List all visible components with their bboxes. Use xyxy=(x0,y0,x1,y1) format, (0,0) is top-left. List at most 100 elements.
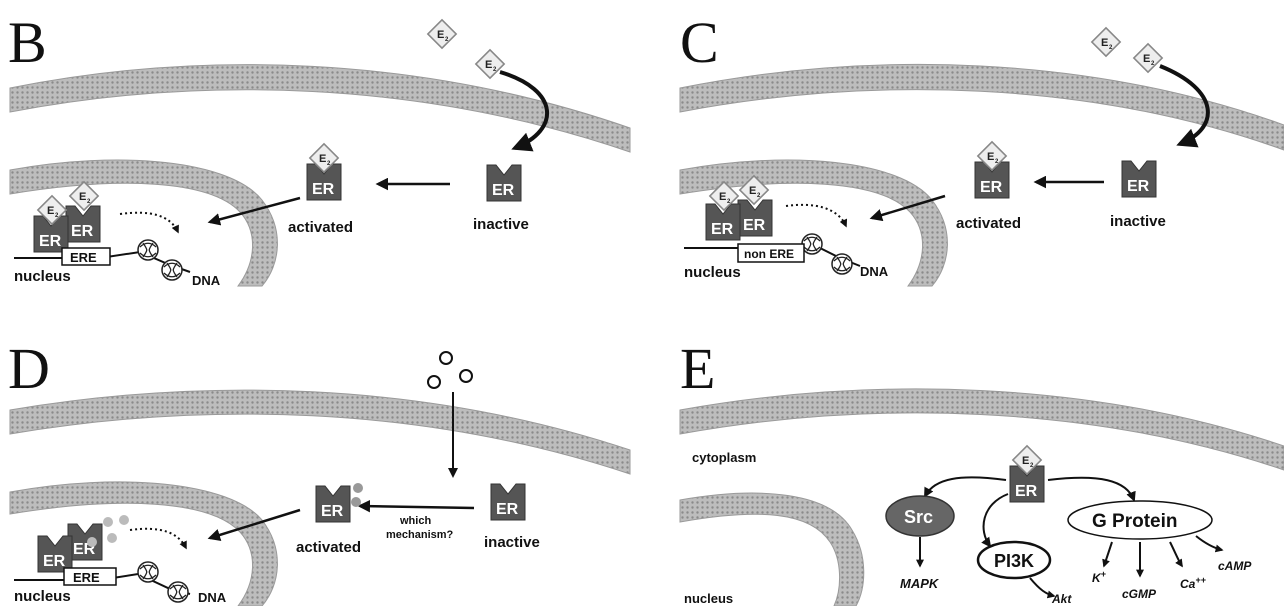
label-activated: activated xyxy=(296,539,361,556)
bound-ligand-icon xyxy=(119,515,129,525)
label-which: which xyxy=(399,515,431,527)
er-activated: ER xyxy=(974,161,1010,199)
svg-text:E: E xyxy=(485,59,492,71)
er-inactive: ER xyxy=(1121,160,1157,198)
estradiol-icon: E 2 xyxy=(1133,43,1163,73)
er-inactive: ER xyxy=(486,164,522,202)
arrow-to-src xyxy=(924,476,1007,498)
estradiol-icon: E 2 xyxy=(977,141,1007,171)
svg-text:2: 2 xyxy=(757,193,761,199)
svg-text:2: 2 xyxy=(493,67,497,73)
label-nucleus: nucleus xyxy=(684,591,733,606)
transcription-arrow xyxy=(129,527,187,550)
label-dna: DNA xyxy=(860,264,889,279)
label-dna: DNA xyxy=(198,590,227,605)
plasma-membrane-e xyxy=(679,388,1284,471)
er-dimer-back: ER xyxy=(737,199,773,237)
estradiol-icon: E 2 xyxy=(709,181,739,211)
svg-text:2: 2 xyxy=(445,37,449,43)
nuclear-membrane-b xyxy=(9,159,278,287)
transcription-arrow xyxy=(119,211,179,234)
svg-text:E: E xyxy=(749,185,756,197)
label-inactive: inactive xyxy=(1110,213,1166,230)
svg-text:ER: ER xyxy=(39,233,62,250)
label-pi3k: PI3K xyxy=(994,551,1034,571)
estradiol-icon: E 2 xyxy=(309,143,339,173)
ligand-circle-icon xyxy=(439,351,453,365)
plasma-membrane-d xyxy=(9,389,631,475)
plasma-membrane-b xyxy=(9,64,631,153)
estradiol-icon: E 2 xyxy=(739,175,769,205)
nucleosome-icon xyxy=(831,253,853,275)
er-dimer-front: ER xyxy=(705,203,741,241)
arrow-to-camp xyxy=(1195,535,1224,553)
nucleosome-icon xyxy=(137,561,159,583)
er-dimer-back: ER xyxy=(65,205,101,243)
label-mechanism: mechanism? xyxy=(386,529,454,541)
label-ere: ERE xyxy=(73,570,100,585)
svg-text:2: 2 xyxy=(1109,45,1113,51)
transcription-arrow xyxy=(785,203,848,228)
label-cgmp: cGMP xyxy=(1122,587,1157,601)
label-ere: ERE xyxy=(70,250,97,265)
label-k: K+ xyxy=(1092,569,1107,585)
panel-letter-b: B xyxy=(8,10,47,75)
er-dimer-front: ER xyxy=(33,215,69,253)
bound-ligand-icon xyxy=(107,533,117,543)
svg-text:2: 2 xyxy=(727,199,731,205)
binding-arrow xyxy=(1159,64,1210,148)
label-mapk: MAPK xyxy=(900,576,940,591)
nucleosome-icon xyxy=(137,239,159,261)
ligand-circle-icon xyxy=(427,375,441,389)
response-element-box xyxy=(63,567,117,586)
label-akt: Akt xyxy=(1051,592,1072,606)
gprotein-node xyxy=(1067,500,1213,540)
svg-text:E: E xyxy=(1022,455,1029,467)
translocation-arrow xyxy=(869,194,946,222)
label-non-ere: non ERE xyxy=(744,247,794,261)
estradiol-icon: E 2 xyxy=(427,19,457,49)
svg-text:2: 2 xyxy=(55,213,59,219)
binding-arrow xyxy=(499,70,550,152)
svg-text:ER: ER xyxy=(743,217,766,234)
er-membrane: ER xyxy=(1009,465,1045,503)
panel-c: C E 2 E 2 ER inactive ER E 2 activated xyxy=(679,10,1284,287)
er-activated: ER xyxy=(306,163,342,201)
label-inactive: inactive xyxy=(473,216,529,233)
er-activated: ER xyxy=(315,485,351,523)
translocation-arrow xyxy=(207,196,301,226)
label-nucleus: nucleus xyxy=(684,264,741,281)
ligand-circle-icon xyxy=(459,369,473,383)
pi3k-node xyxy=(976,540,1052,580)
svg-text:ER: ER xyxy=(980,179,1003,196)
response-element-box xyxy=(737,243,805,263)
svg-text:E: E xyxy=(47,205,54,217)
svg-text:E: E xyxy=(79,191,86,203)
svg-text:E: E xyxy=(1143,53,1150,65)
nucleosome-icon xyxy=(801,233,823,255)
bound-ligand-icon xyxy=(87,537,97,547)
svg-text:E: E xyxy=(719,191,726,203)
svg-text:2: 2 xyxy=(1151,61,1155,67)
panel-letter-d: D xyxy=(8,336,50,401)
svg-text:ER: ER xyxy=(43,553,66,570)
plasma-membrane-c xyxy=(679,63,1284,151)
label-dna: DNA xyxy=(192,273,221,288)
label-inactive: inactive xyxy=(484,534,540,551)
svg-text:ER: ER xyxy=(492,182,515,199)
label-activated: activated xyxy=(956,215,1021,232)
svg-text:E: E xyxy=(437,29,444,41)
svg-text:2: 2 xyxy=(87,199,91,205)
bound-ligand-icon xyxy=(351,497,361,507)
nucleosome-icon xyxy=(167,581,189,603)
svg-text:2: 2 xyxy=(327,161,331,167)
panel-letter-c: C xyxy=(680,10,719,75)
estradiol-icon: E 2 xyxy=(475,49,505,79)
arrow-to-gprotein xyxy=(1047,476,1136,502)
svg-text:E: E xyxy=(1101,37,1108,49)
src-node xyxy=(885,495,955,537)
panel-e: E cytoplasm nucleus ER E 2 Src MAPK PI3K… xyxy=(679,336,1284,606)
arrow-to-k xyxy=(1102,541,1113,568)
er-inactive: ER xyxy=(490,483,526,521)
